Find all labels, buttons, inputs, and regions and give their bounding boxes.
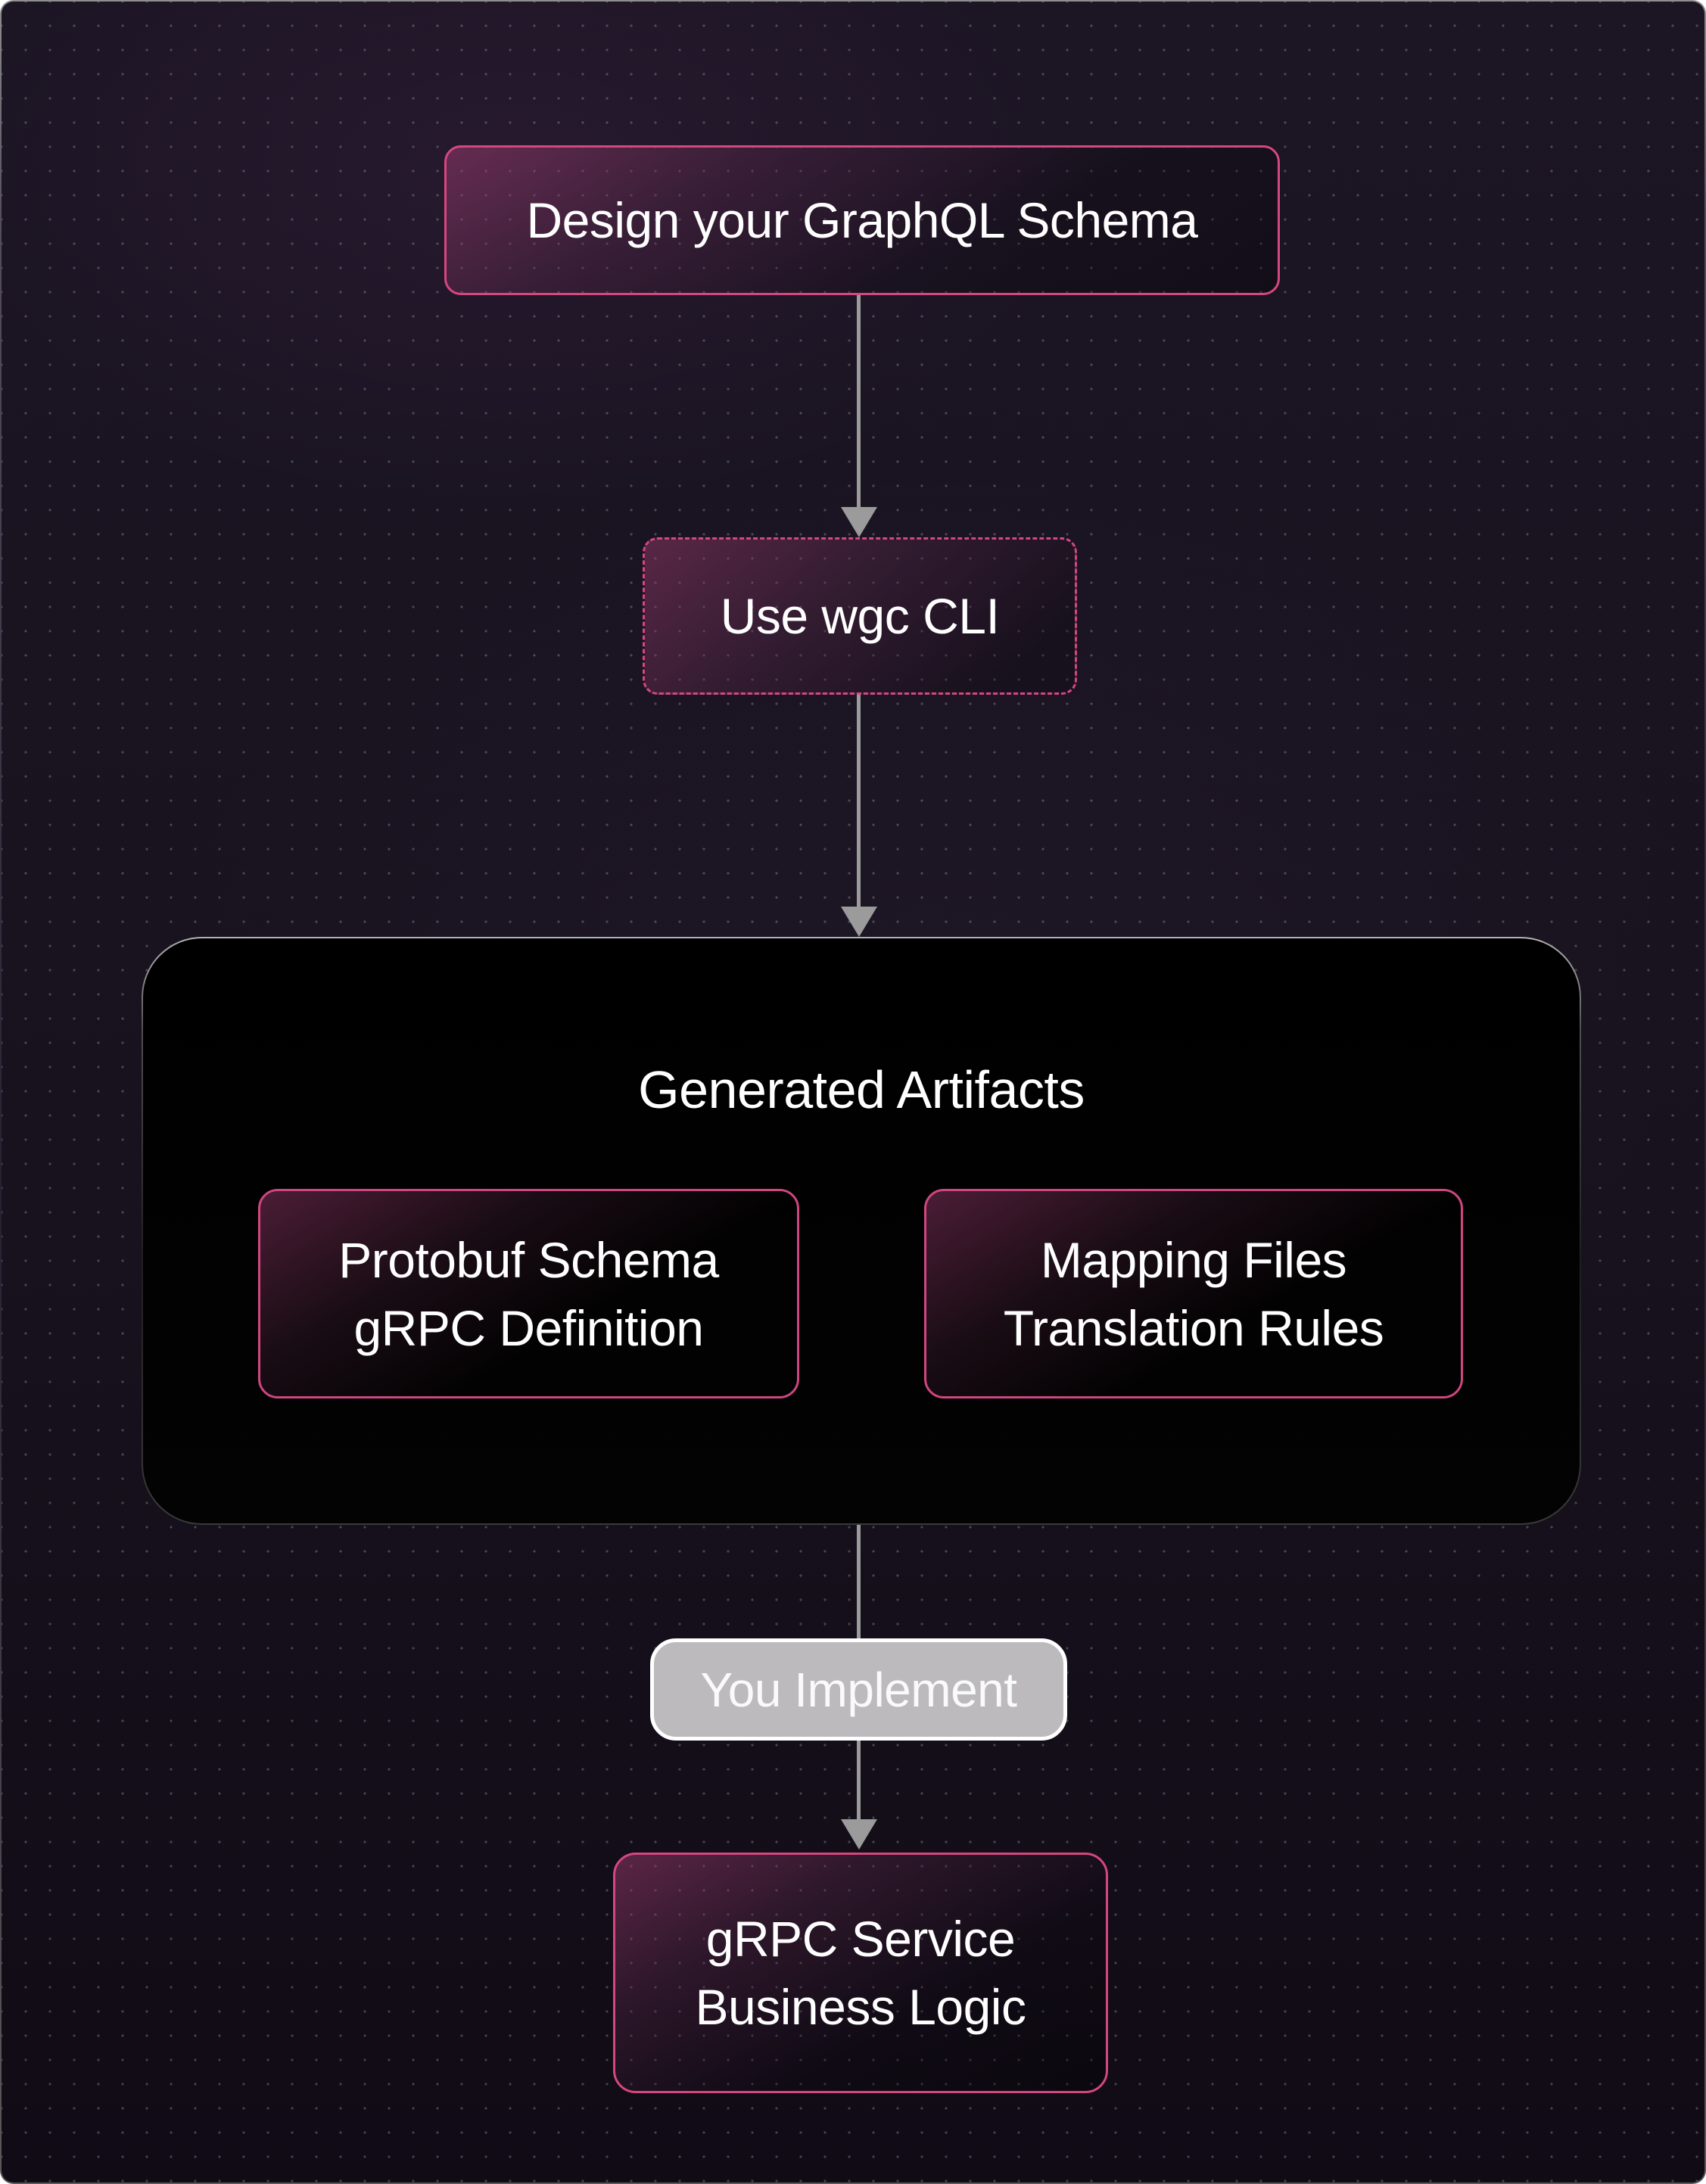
design-graphql-schema-label: Design your GraphQL Schema	[526, 192, 1199, 248]
design-graphql-schema-node: Design your GraphQL Schema	[444, 145, 1280, 295]
protobuf-schema-node: Protobuf Schema gRPC Definition	[258, 1189, 799, 1398]
protobuf-schema-line1: Protobuf Schema	[338, 1231, 719, 1288]
wgc-cli-node: Use wgc CLI	[643, 537, 1077, 695]
generated-artifacts-title: Generated Artifacts	[638, 1060, 1085, 1119]
grpc-service-node: gRPC Service Business Logic	[613, 1853, 1108, 2093]
grpc-service-line1: gRPC Service	[705, 1911, 1016, 1967]
arrowhead-down-icon	[841, 907, 877, 937]
flow-arrow-line-2	[857, 695, 861, 910]
generated-artifacts-container	[142, 937, 1581, 1525]
you-implement-edge-label: You Implement	[650, 1638, 1067, 1741]
you-implement-text: You Implement	[700, 1662, 1017, 1717]
arrowhead-down-icon	[841, 507, 877, 537]
mapping-files-node: Mapping Files Translation Rules	[924, 1189, 1463, 1398]
protobuf-schema-line2: gRPC Definition	[353, 1299, 704, 1356]
mapping-files-line2: Translation Rules	[1003, 1299, 1384, 1356]
mapping-files-line1: Mapping Files	[1040, 1231, 1347, 1288]
arrowhead-down-icon	[841, 1819, 877, 1850]
wgc-cli-label: Use wgc CLI	[720, 588, 1000, 644]
grpc-service-line2: Business Logic	[695, 1979, 1026, 2035]
flow-arrow-line-1	[857, 295, 861, 510]
